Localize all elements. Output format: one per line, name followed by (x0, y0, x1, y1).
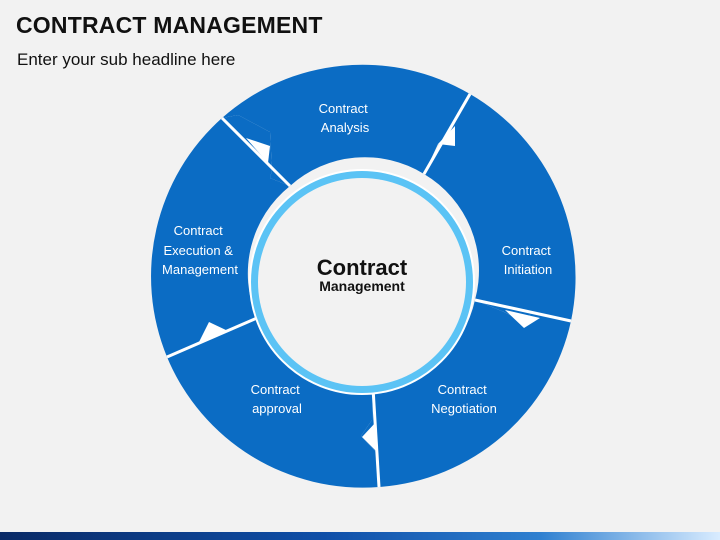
segment-label-line: Contract (174, 223, 224, 238)
segment-label-line: Negotiation (431, 401, 497, 416)
segment-label-execution: Contract Execution & Management (162, 223, 238, 277)
segment-negotiation (361, 300, 571, 487)
segment-label-line: Contract (251, 382, 301, 397)
center-disc (258, 178, 466, 386)
separator-4 (371, 387, 381, 488)
slide-subtitle: Enter your sub headline here (17, 50, 236, 69)
separator-3 (474, 298, 572, 323)
segment-label-line: Management (162, 262, 238, 277)
notch-arrow-4 (362, 422, 377, 452)
bottom-accent-bar (0, 532, 720, 540)
segment-initiation (424, 94, 576, 322)
segment-analysis (222, 64, 470, 186)
segment-label-line: Analysis (321, 120, 370, 135)
segment-execution (151, 115, 290, 357)
center-title: Contract (317, 255, 408, 280)
separator-2 (422, 93, 472, 175)
segment-label-line: Execution & (164, 243, 234, 258)
segment-label-line: Contract (438, 382, 488, 397)
notch-arrow-3 (505, 310, 540, 328)
segment-label-line: approval (252, 401, 302, 416)
notch-arrow-1 (246, 138, 270, 163)
segment-label-analysis: Contract Analysis (319, 101, 372, 135)
segment-label-negotiation: Contract Negotiation (431, 382, 497, 416)
segment-label-initiation: Contract Initiation (502, 243, 555, 277)
segment-approval (167, 318, 379, 488)
slide-title: CONTRACT MANAGEMENT (16, 12, 323, 38)
center-subtitle: Management (319, 278, 405, 294)
notch-arrow-5 (199, 322, 228, 342)
segment-label-line: Initiation (504, 262, 552, 277)
segment-label-line: Contract (319, 101, 369, 116)
center-ring-outline (249, 169, 475, 395)
segment-label-approval: Contract approval (251, 382, 304, 416)
separator-1 (220, 116, 292, 188)
separator-5 (166, 316, 258, 359)
segment-label-line: Contract (502, 243, 552, 258)
